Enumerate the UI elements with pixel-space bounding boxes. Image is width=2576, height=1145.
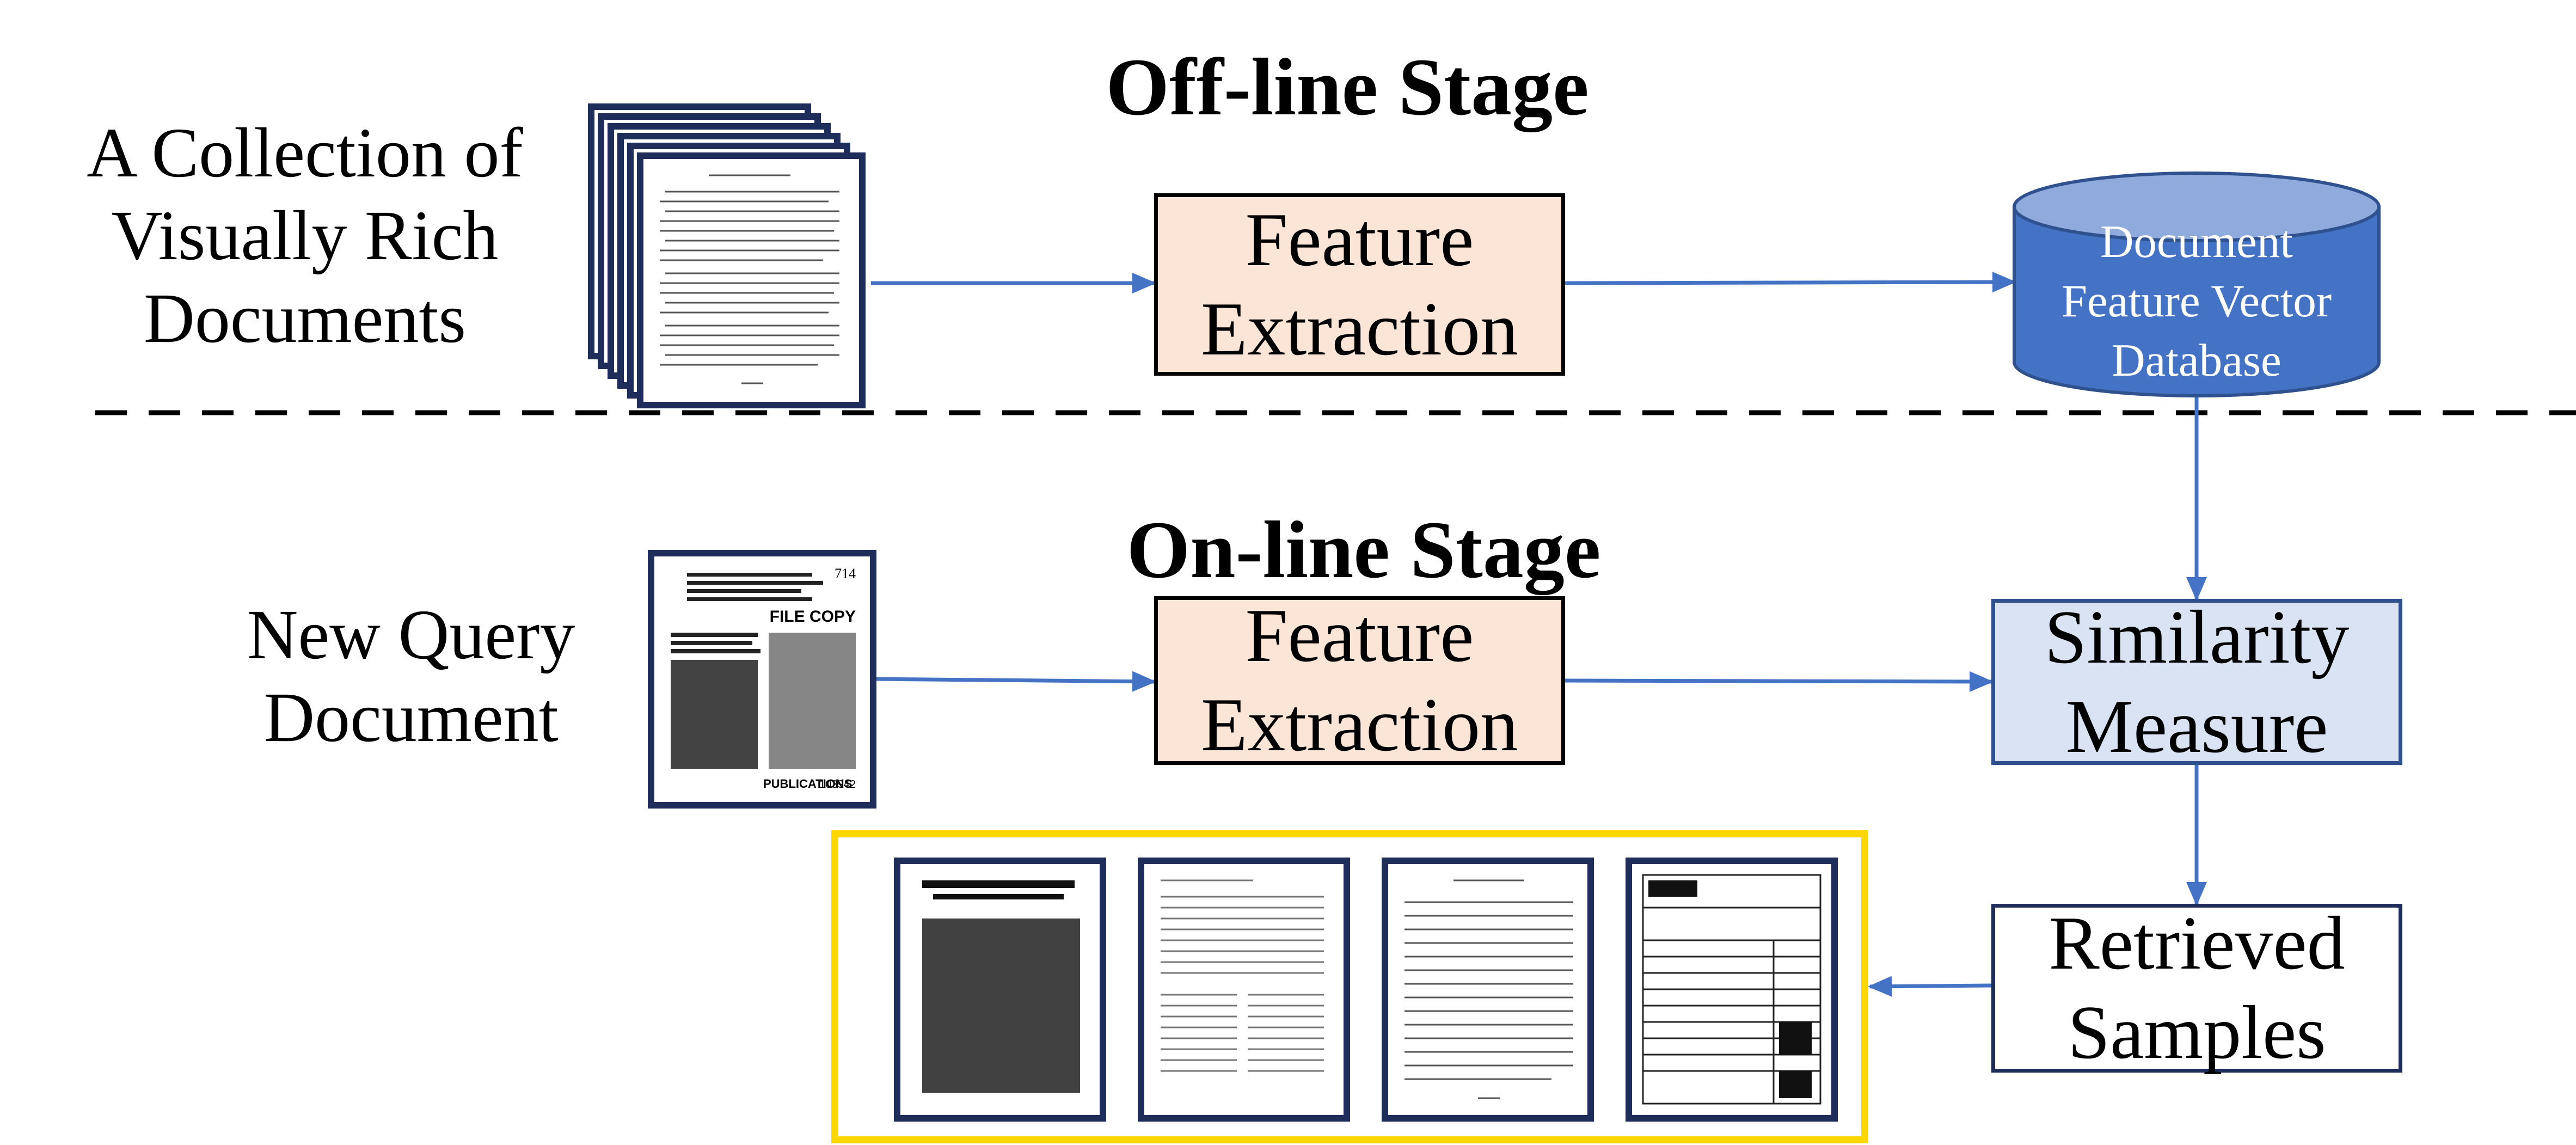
retrieved-box-line: Retrieved [2048, 901, 2345, 986]
result-thumbnail-1[interactable] [894, 858, 1106, 1122]
feature-box-line: Feature [1245, 593, 1474, 678]
online-feature-extraction-box: Feature Extraction [1154, 593, 1565, 767]
query-document-content: 714 FILE COPY PUBLICATIONS 103942 [671, 566, 856, 791]
retrieved-samples-box: Retrieved Samples [1991, 901, 2402, 1075]
database-label-line: Database [2112, 334, 2281, 386]
offline-stage-title: Off-line Stage [1106, 42, 1589, 132]
document-text-lines [660, 174, 839, 384]
query-label-line: New Query [247, 596, 575, 674]
thumbnail-content [1161, 879, 1324, 1072]
database-label-line: Document [2100, 216, 2293, 267]
result-thumbnail-4[interactable] [1626, 858, 1838, 1122]
retrieved-results-tray [831, 830, 1868, 1143]
query-footer-right: 103942 [819, 779, 856, 791]
query-footer-left: PUBLICATIONS [763, 777, 852, 791]
front-document-page [637, 152, 866, 408]
document-collection-stack [588, 103, 871, 408]
database-cylinder [2013, 172, 2381, 397]
thumbnail-content [922, 880, 1080, 1093]
result-thumbnail-3[interactable] [1382, 858, 1594, 1122]
arrow-feature-to-database [1565, 272, 2016, 293]
collection-label-line: Documents [143, 279, 467, 358]
offline-feature-extraction-box: Feature Extraction [1154, 193, 1565, 376]
query-corner-code: 714 [835, 566, 856, 581]
database-label-line: Feature Vector [2061, 275, 2332, 327]
collection-label-line: Visually Rich [111, 197, 499, 275]
query-label-line: Document [263, 678, 559, 757]
thumbnail-content [1642, 874, 1821, 1105]
feature-box-line: Extraction [1200, 683, 1519, 767]
feature-box-line: Extraction [1200, 286, 1519, 371]
arrow-query-to-feature [873, 671, 1156, 692]
collection-label: A Collection of Visually Rich Documents [33, 112, 577, 360]
retrieved-box-line: Samples [2068, 990, 2326, 1075]
arrow-feature-to-similarity [1565, 671, 1994, 692]
feature-box-line: Feature [1245, 197, 1474, 282]
query-label: New Query Document [180, 593, 642, 759]
query-stamp: FILE COPY [770, 608, 856, 626]
collection-label-line: A Collection of [87, 114, 523, 192]
database-label: Document Feature Vector Database [2014, 212, 2379, 390]
online-stage-title: On-line Stage [1126, 505, 1601, 595]
result-thumbnail-2[interactable] [1138, 858, 1350, 1122]
similarity-box-line: Similarity [2044, 595, 2350, 679]
thumbnail-content [1404, 879, 1573, 1099]
similarity-measure-box: Similarity Measure [1991, 595, 2402, 769]
query-document-page: 714 FILE COPY PUBLICATIONS 103942 [648, 550, 876, 809]
arrow-retrieved-to-results [1868, 976, 1992, 997]
similarity-box-line: Measure [2065, 684, 2328, 769]
